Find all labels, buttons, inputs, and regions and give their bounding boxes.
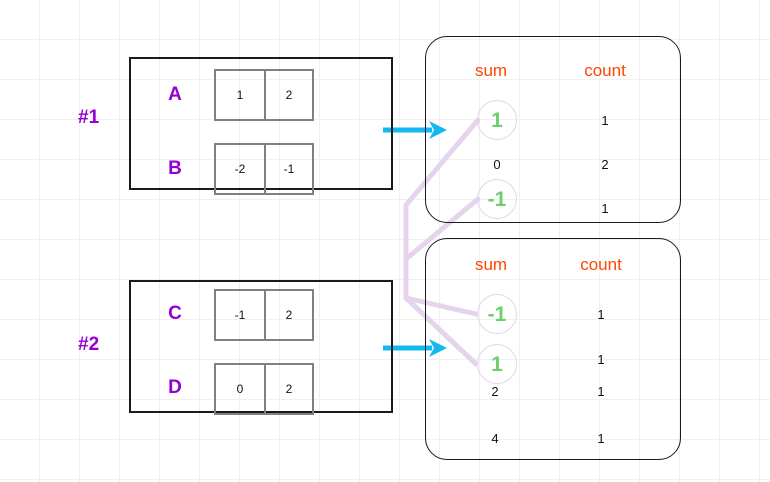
aggregate-table-2-header-count: count [580, 255, 622, 274]
aggregate-table-2-row-3-sum: 4 [491, 431, 499, 446]
highlight-circle [477, 344, 517, 384]
partition-2-row-1-label: D [168, 377, 182, 398]
aggregate-table-1-row-1-count: 2 [601, 157, 609, 172]
cell: 1 [236, 88, 244, 102]
cell: 2 [264, 291, 312, 339]
aggregate-table-1-row-0-count: 1 [601, 113, 609, 128]
partition-1-box [129, 57, 393, 190]
aggregate-table-2-row-2-count: 1 [597, 384, 605, 399]
aggregate-table-2-row-3-count: 1 [597, 431, 605, 446]
aggregate-table-1-row-2-count: 1 [601, 201, 609, 216]
aggregate-table-1-row-1-sum: 0 [493, 157, 501, 172]
cell: 2 [264, 71, 312, 119]
cell: 2 [264, 365, 312, 413]
partition-2-row-0-cells: -1 2 [214, 289, 314, 341]
aggregate-table-2-row-2-sum: 2 [491, 384, 499, 399]
aggregate-table-2 [425, 238, 681, 460]
cell: -2 [234, 162, 246, 176]
aggregate-table-1 [425, 36, 681, 223]
highlight-circle [477, 179, 517, 219]
partition-2-row-1-cells: 0 2 [214, 363, 314, 415]
partition-1-tag: #1 [78, 107, 100, 128]
partition-2-box [129, 280, 393, 413]
aggregate-table-1-row-0-sum: 1 [491, 109, 503, 132]
aggregate-table-2-row-1-sum: 1 [491, 353, 503, 376]
cell: -1 [234, 308, 246, 322]
aggregate-table-2-row-0-count: 1 [597, 307, 605, 322]
aggregate-table-2-row-1-count: 1 [597, 352, 605, 367]
aggregate-table-2-row-0-sum: -1 [487, 303, 507, 326]
aggregate-table-1-header-sum: sum [474, 61, 508, 80]
aggregate-table-1-header-count: count [584, 61, 626, 80]
partition-1-row-0-label: A [168, 84, 182, 105]
partition-1-row-0-cells: 1 2 [214, 69, 314, 121]
partition-2-row-0-label: C [168, 303, 182, 324]
highlight-circle [477, 100, 517, 140]
partition-1-row-1-cells: -2 -1 [214, 143, 314, 195]
partition-2-tag: #2 [78, 334, 100, 355]
aggregate-table-1-row-2-sum: -1 [487, 188, 507, 211]
cell: -1 [264, 145, 312, 193]
aggregate-table-2-header-sum: sum [474, 255, 508, 274]
cell: 0 [236, 382, 244, 396]
highlight-circle [477, 294, 517, 334]
partition-1-row-1-label: B [168, 158, 182, 179]
